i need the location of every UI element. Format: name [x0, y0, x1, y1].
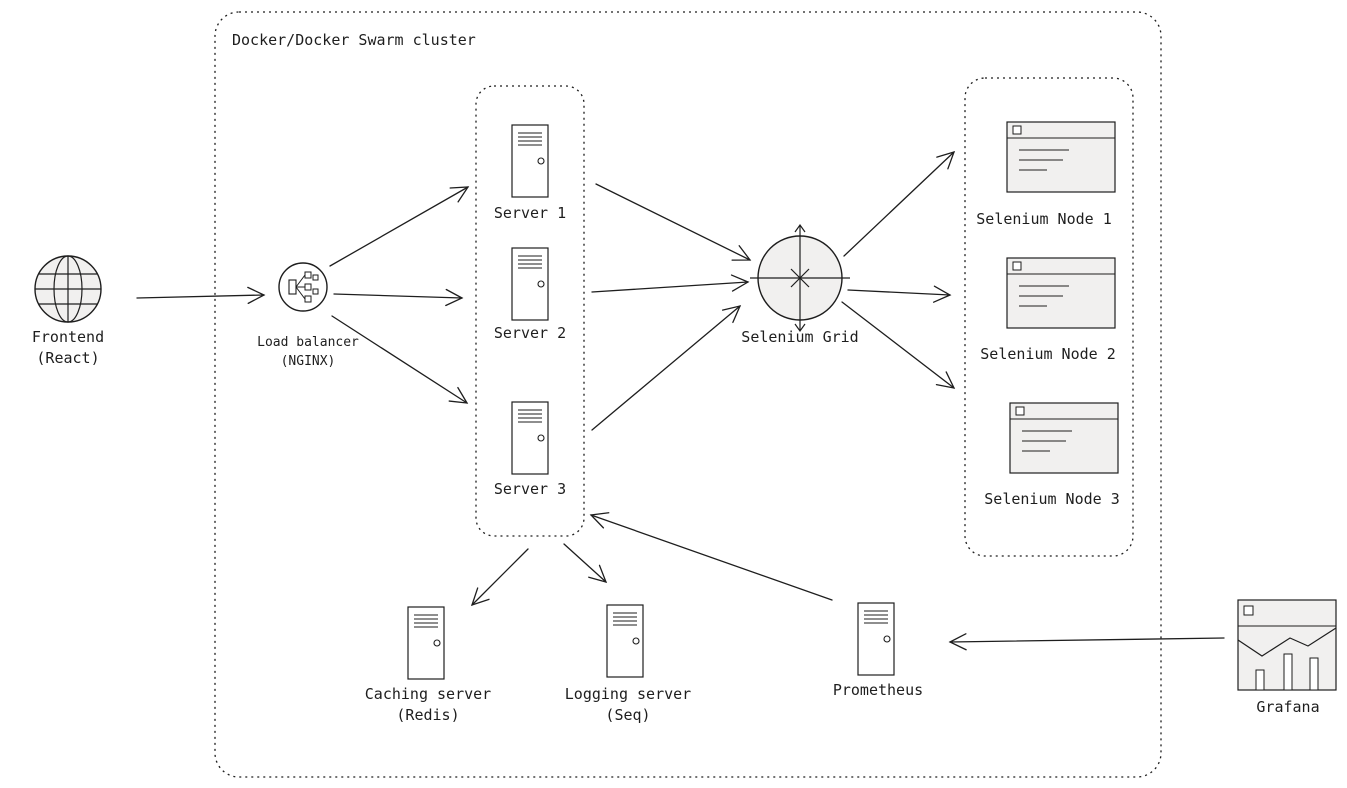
server-3-icon — [511, 401, 549, 475]
arrow-lb-to-server-3 — [331, 315, 469, 404]
cluster-boundary — [214, 11, 1162, 778]
caching-server-icon — [407, 606, 445, 680]
server-1-icon — [511, 124, 549, 198]
server-1-label: Server 1 — [493, 204, 567, 222]
selenium-node-1-icon — [1006, 121, 1116, 193]
server-2-icon — [511, 247, 549, 321]
globe-icon — [34, 255, 102, 323]
logging-server-icon — [606, 604, 644, 678]
arrow-grid-to-node-1 — [843, 151, 956, 257]
arrow-servers-to-logging — [563, 543, 608, 583]
prometheus-icon — [857, 602, 895, 676]
caching-server-tech: (Redis) — [396, 706, 460, 724]
caching-server-name: Caching server — [364, 685, 492, 703]
selenium-node-1-label: Selenium Node 1 — [976, 210, 1112, 228]
dashboard-chart-icon — [1237, 599, 1337, 691]
arrow-frontend-to-lb — [136, 286, 266, 305]
prometheus-label: Prometheus — [832, 681, 924, 699]
arrow-prometheus-to-servers — [589, 512, 833, 601]
logging-server-tech: (Seq) — [605, 706, 651, 724]
load-balancer-tech: (NGINX) — [280, 354, 336, 369]
grid-hub-icon — [750, 223, 850, 333]
logging-server-name: Logging server — [564, 685, 692, 703]
arrow-server-2-to-grid — [591, 274, 750, 293]
load-balancer-icon — [278, 262, 328, 312]
selenium-nodes-group-boundary — [964, 77, 1134, 557]
arrow-grid-to-node-2 — [847, 285, 952, 303]
selenium-node-3-icon — [1009, 402, 1119, 474]
arrow-lb-to-server-2 — [333, 288, 464, 307]
arrow-server-1-to-grid — [595, 183, 752, 261]
server-2-label: Server 2 — [493, 324, 567, 342]
arrow-lb-to-server-1 — [329, 186, 470, 267]
caching-server-label: Caching server (Redis) — [350, 684, 506, 726]
frontend-label: Frontend (React) — [18, 327, 118, 369]
arrow-grid-to-node-3 — [841, 301, 956, 389]
server-3-label: Server 3 — [493, 480, 567, 498]
load-balancer-label: Load balancer (NGINX) — [240, 333, 376, 371]
servers-group-boundary — [475, 85, 585, 537]
arrow-servers-to-caching — [470, 548, 529, 607]
frontend-tech: (React) — [36, 349, 100, 367]
load-balancer-name: Load balancer — [257, 335, 359, 350]
logging-server-label: Logging server (Seq) — [550, 684, 706, 726]
selenium-node-3-label: Selenium Node 3 — [984, 490, 1120, 508]
selenium-node-2-icon — [1006, 257, 1116, 329]
arrow-server-3-to-grid — [591, 305, 742, 431]
grafana-label: Grafana — [1256, 698, 1320, 716]
selenium-node-2-label: Selenium Node 2 — [980, 345, 1116, 363]
cluster-title: Docker/Docker Swarm cluster — [232, 31, 476, 49]
frontend-name: Frontend — [31, 328, 105, 346]
selenium-grid-label: Selenium Grid — [741, 328, 859, 346]
arrow-grafana-to-prometheus — [948, 633, 1225, 651]
